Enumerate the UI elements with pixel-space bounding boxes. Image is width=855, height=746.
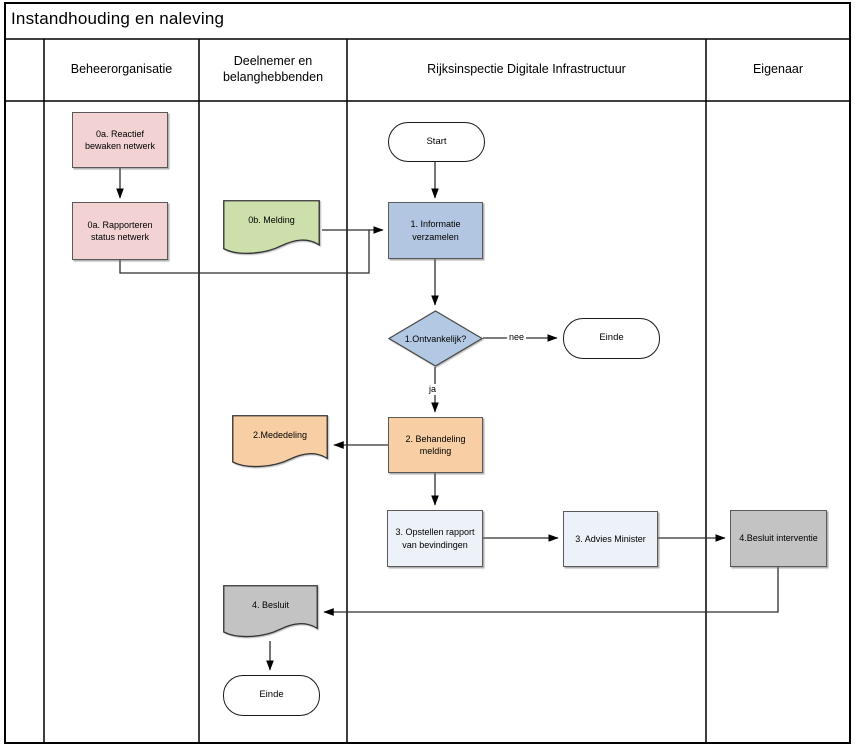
process-besluit-interventie: 4.Besluit interventie xyxy=(730,510,827,567)
process-informatie-verzamelen: 1. Informatie verzamelen xyxy=(388,202,483,259)
terminator-einde-top: Einde xyxy=(563,318,660,359)
document-besluit-label: 4. Besluit xyxy=(251,599,290,610)
document-melding-label: 0b. Melding xyxy=(248,215,295,226)
edge-label-nee: nee xyxy=(507,332,527,343)
lane-header-deelnemer: Deelnemer en belanghebbenden xyxy=(222,54,324,84)
process-reactief-bewaken-netwerk: 0a. Reactief bewaken netwerk xyxy=(72,112,168,168)
edge-label-ja: ja xyxy=(427,384,439,395)
document-shape-icon xyxy=(223,200,320,255)
terminator-start: Start xyxy=(388,122,485,162)
terminator-einde-bottom: Einde xyxy=(223,675,320,716)
diagram-title: Instandhouding en naleving xyxy=(11,9,225,28)
lane-header-eigenaar: Eigenaar xyxy=(752,62,804,77)
document-mededeling-label: 2.Mededeling xyxy=(252,429,308,440)
decision-diamond-icon xyxy=(388,310,483,367)
process-rapporteren-status-netwerk: 0a. Rapporteren status netwerk xyxy=(72,202,168,260)
lane-header-beheerorganisatie: Beheerorganisatie xyxy=(70,62,173,77)
decision-ontvankelijk: 1.Ontvankelijk? xyxy=(388,310,483,367)
lane-header-rijksinspectie: Rijksinspectie Digitale Infrastructuur xyxy=(427,62,626,77)
document-shape-icon xyxy=(232,415,328,468)
process-behandeling-melding: 2. Behandeling melding xyxy=(388,417,483,473)
document-mededeling: 2.Mededeling xyxy=(232,415,328,471)
process-advies-minister: 3. Advies Minister xyxy=(563,511,658,567)
process-opstellen-rapport: 3. Opstellen rapport van bevindingen xyxy=(387,510,483,567)
document-besluit: 4. Besluit xyxy=(223,585,318,641)
document-shape-icon xyxy=(223,585,318,638)
document-melding: 0b. Melding xyxy=(223,200,320,258)
decision-ontvankelijk-label: 1.Ontvankelijk? xyxy=(404,333,467,344)
